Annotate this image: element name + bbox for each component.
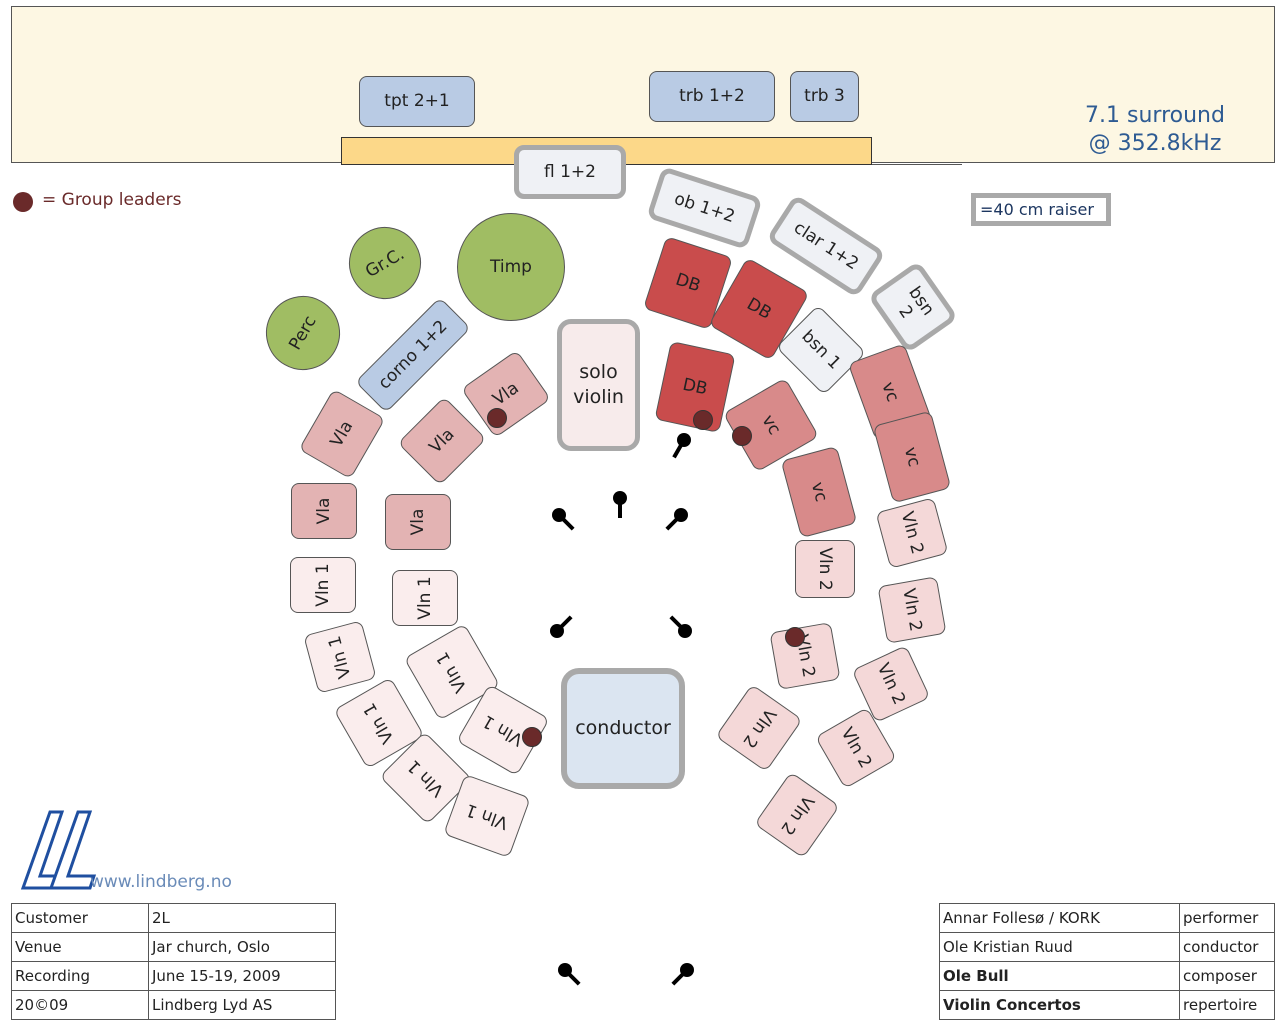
instrument-violin-2: Vln 2 (754, 771, 840, 859)
instrument-timpani: Timp (457, 213, 565, 321)
info-value: Ole Kristian Ruud (939, 932, 1180, 962)
instrument-violin-1: Vln 1 (290, 557, 356, 613)
info-value: June 15-19, 2009 (148, 961, 336, 991)
conductor-podium: conductor (561, 668, 685, 789)
group-leader-dot (522, 727, 542, 747)
surround-format-line1: 7.1 surround (1085, 103, 1225, 128)
info-label: Customer (11, 903, 149, 933)
instrument-trombone-3: trb 3 (790, 71, 859, 122)
instrument-violin-2: Vln 2 (769, 622, 841, 690)
instrument-viola: Vla (291, 483, 357, 539)
info-label: Recording (11, 961, 149, 991)
group-leader-dot (693, 410, 713, 430)
info-role: composer (1179, 961, 1275, 991)
instrument-trumpet: tpt 2+1 (359, 76, 475, 127)
website-link[interactable]: www.lindberg.no (90, 872, 232, 892)
instrument-violin-2: Vln 2 (875, 497, 949, 569)
info-role: repertoire (1179, 990, 1275, 1020)
group-leader-legend-text: = Group leaders (42, 190, 182, 210)
info-value: Lindberg Lyd AS (148, 990, 336, 1020)
riser-line (872, 164, 962, 165)
soloist-violin: solo violin (557, 319, 640, 451)
stage-area (11, 6, 1275, 163)
instrument-violin-2: Vln 2 (795, 540, 855, 598)
info-role: performer (1179, 903, 1275, 933)
info-value: Violin Concertos (939, 990, 1180, 1020)
info-label: Venue (11, 932, 149, 962)
info-value: Annar Follesø / KORK (939, 903, 1180, 933)
instrument-violin-2: Vln 2 (715, 684, 803, 772)
instrument-oboe: ob 1+2 (646, 166, 763, 250)
info-value: Jar church, Oslo (148, 932, 336, 962)
lindberg-logo-icon (20, 810, 97, 890)
group-leader-dot (732, 426, 752, 446)
instrument-violin-2: Vln 2 (877, 576, 947, 644)
instrument-bassoon-2: bsn 2 (867, 260, 959, 354)
info-role: conductor (1179, 932, 1275, 962)
instrument-percussion: Perc (252, 282, 354, 384)
info-value: Ole Bull (939, 961, 1180, 991)
group-leader-legend-dot (13, 192, 33, 212)
instrument-viola: Vla (385, 494, 451, 550)
info-value: 2L (148, 903, 336, 933)
surround-format-line2: @ 352.8kHz (1088, 131, 1222, 156)
group-leader-dot (487, 408, 507, 428)
instrument-violin-2: Vln 2 (815, 707, 897, 789)
surround-format-label: 7.1 surround @ 352.8kHz (1060, 102, 1250, 158)
raiser-legend: =40 cm raiser (971, 193, 1111, 226)
instrument-trombone-12: trb 1+2 (649, 71, 775, 122)
instrument-violin-1: Vln 1 (303, 620, 377, 694)
instrument-cello: vc (780, 445, 858, 539)
instrument-viola: Vla (460, 349, 552, 439)
instrument-viola: Vla (298, 388, 386, 480)
instrument-cello: vc (872, 410, 952, 504)
instrument-violin-1: Vln 1 (392, 570, 458, 626)
instrument-gran-cassa: Gr.C. (335, 213, 435, 313)
instrument-viola: Vla (397, 396, 487, 486)
instrument-horn: corno 1+2 (355, 297, 471, 413)
instrument-flute: fl 1+2 (514, 145, 626, 199)
info-label: 20©09 (11, 990, 149, 1020)
group-leader-dot (785, 627, 805, 647)
